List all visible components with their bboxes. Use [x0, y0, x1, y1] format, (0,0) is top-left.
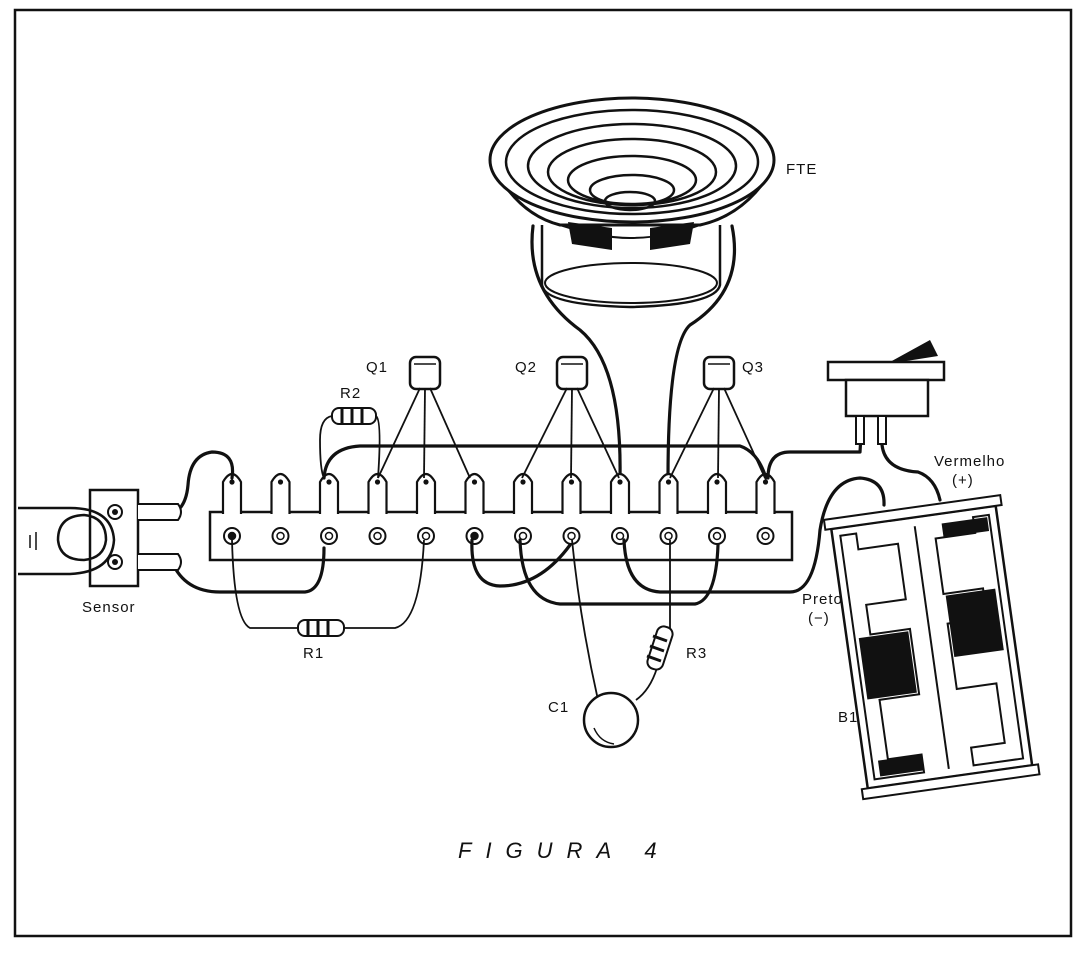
rivet-hole: [320, 527, 338, 545]
transistor-q1-icon: [377, 355, 471, 479]
sensor-wire-top: [170, 450, 235, 516]
bottom-wire-b: [518, 538, 720, 606]
terminal-lug: [658, 472, 679, 514]
resistor-r3-icon: [635, 540, 674, 701]
bottom-wire-a: [470, 538, 572, 588]
battery-holder-b1-icon: [822, 493, 1041, 801]
resistor-r1-icon: [231, 539, 425, 637]
rivet-hole: [417, 527, 435, 545]
red-wire-label: Vermelho: [934, 453, 1005, 470]
figure-caption: FIGURA 4: [458, 838, 671, 863]
terminal-lug: [318, 472, 340, 514]
rivet-hole: [465, 527, 484, 545]
solder-point: [665, 479, 672, 485]
terminal-strip: [208, 510, 794, 562]
rivet-hole: [514, 527, 532, 545]
switch-wire: [766, 416, 864, 480]
q1-label: Q1: [366, 359, 388, 376]
terminal-lug: [609, 472, 631, 514]
solder-point: [568, 479, 575, 485]
terminal-lugs: [221, 472, 776, 514]
battery-negative-wire: [622, 476, 886, 594]
solder-point: [423, 479, 429, 485]
b1-label: B1: [838, 709, 858, 726]
solder-point: [374, 479, 381, 485]
speaker-wire-left: [530, 224, 622, 480]
positive-label: (+): [952, 472, 974, 489]
rivet-hole: [756, 527, 775, 545]
c1-label: C1: [548, 699, 569, 716]
sensor-wire-bottom: [170, 546, 326, 594]
black-wire-label: Preto: [802, 591, 843, 608]
top-bus-wire: [322, 444, 768, 480]
sensor-plate-icon: [88, 488, 182, 588]
transistor-q3-icon: [669, 355, 766, 479]
switch-s1-icon: [826, 340, 946, 445]
capacitor-c1-icon: [571, 539, 640, 749]
solder-point: [617, 479, 623, 485]
speaker-icon: [488, 96, 776, 309]
terminal-lug: [464, 472, 485, 514]
q3-label: Q3: [742, 359, 764, 376]
r2-label: R2: [340, 385, 361, 402]
solder-point: [326, 479, 332, 485]
speaker-wire-right: [666, 224, 737, 480]
rivet-hole: [271, 527, 290, 545]
terminal-lug: [415, 472, 437, 514]
resistor-r2-icon: [319, 407, 381, 479]
battery-positive-wire: [880, 418, 942, 502]
solder-point: [229, 479, 235, 485]
sensor-label: Sensor: [82, 599, 136, 616]
rivet-hole: [562, 527, 581, 545]
rivet-hole: [659, 527, 678, 545]
rivet-hole: [708, 527, 726, 545]
solder-point: [714, 479, 720, 485]
solder-point: [471, 479, 478, 485]
finger-icon: [18, 506, 116, 576]
figure-border: [13, 8, 1073, 938]
rivet-hole: [368, 527, 387, 545]
speaker-label: FTE: [786, 161, 817, 178]
r1-label: R1: [303, 645, 324, 662]
terminal-lug: [706, 472, 728, 514]
negative-label: (−): [808, 610, 830, 627]
solder-point: [277, 479, 284, 485]
q2-label: Q2: [515, 359, 537, 376]
solder-point: [762, 479, 769, 485]
r3-label: R3: [686, 645, 707, 662]
transistor-q2-icon: [521, 355, 620, 479]
terminal-lug: [270, 472, 291, 514]
solder-point: [520, 479, 526, 485]
